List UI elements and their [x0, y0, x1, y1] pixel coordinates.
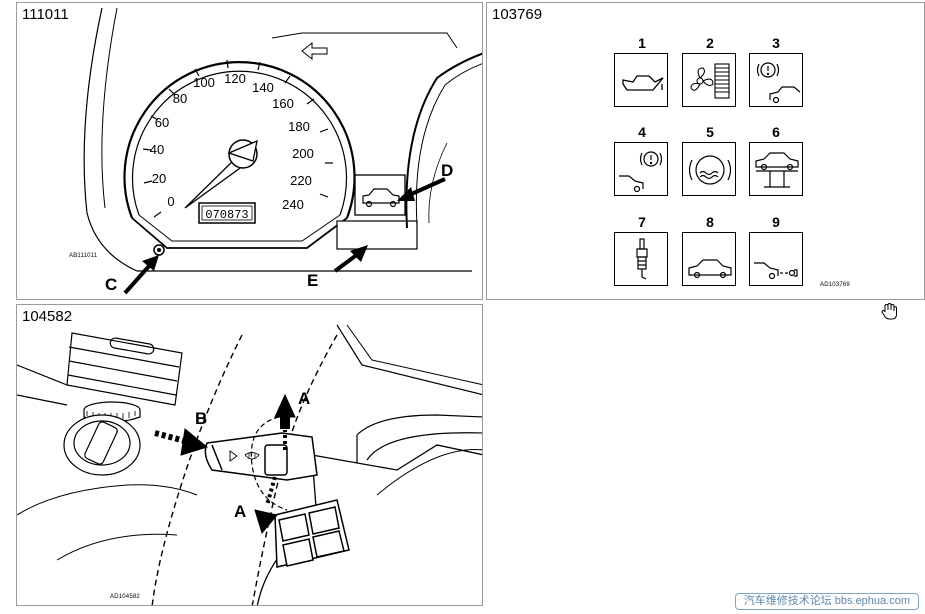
callout-c: C	[105, 275, 118, 294]
callout-a-top: A	[298, 389, 311, 408]
hand-cursor-icon	[880, 302, 900, 327]
speed-tick-label: 20	[152, 171, 166, 186]
arrow-push	[154, 428, 209, 456]
odometer-reading: 070873	[205, 208, 248, 222]
fan-radiator-icon	[682, 53, 736, 107]
speed-tick-label: 220	[290, 173, 312, 188]
speed-tick-label: 80	[173, 91, 187, 106]
car-icon	[682, 232, 736, 286]
warning-icons-panel: 103769 1 2 3 4 5 6	[486, 2, 925, 300]
brake-warning-car-icon	[749, 53, 803, 107]
speed-needle	[184, 139, 258, 209]
figure-code: AD103769	[820, 282, 850, 288]
car-brake-warning-icon	[614, 142, 668, 196]
speed-tick-label: 120	[224, 71, 246, 86]
callout-b: B	[195, 409, 208, 428]
display-window	[336, 220, 418, 250]
panel-label: 104582	[22, 308, 73, 325]
switch-pad	[274, 499, 350, 568]
speed-tick-label: 240	[282, 197, 304, 212]
icon-number: 2	[706, 35, 714, 51]
speed-tick-label: 60	[155, 115, 169, 130]
speed-tick-label: 0	[167, 194, 174, 209]
speed-tick-label: 40	[150, 142, 164, 157]
icon-number: 4	[638, 124, 646, 140]
arrow-down	[254, 476, 278, 535]
panel-label: 103769	[492, 6, 543, 23]
odometer-display	[198, 202, 256, 224]
callout-e: E	[307, 271, 319, 290]
speed-tick-label: 140	[252, 80, 274, 95]
callout-d: D	[441, 161, 454, 180]
car-lift-icon	[749, 142, 803, 196]
icon-number: 5	[706, 124, 714, 140]
callout-a-bottom: A	[234, 502, 247, 521]
figure-code: AD104582	[110, 594, 140, 600]
speed-tick-label: 100	[193, 75, 215, 90]
icon-number: 3	[772, 35, 780, 51]
indicator-stalk	[204, 432, 318, 481]
speedometer-illustration: 0 20 40 60 80 100 120 140 160 180 200 22…	[83, 7, 482, 295]
figure-code: AB111011	[69, 253, 98, 259]
spark-plug-icon	[614, 232, 668, 286]
coolant-level-icon	[682, 142, 736, 196]
speed-tick-label: 200	[292, 146, 314, 161]
oil-can-icon	[614, 53, 668, 107]
speedometer-panel: 111011 0 20 40	[16, 2, 483, 300]
icon-number: 1	[638, 35, 646, 51]
stalk-panel: 104582	[16, 304, 483, 606]
icon-number: 6	[772, 124, 780, 140]
icon-number: 9	[772, 214, 780, 230]
icon-number: 7	[638, 214, 646, 230]
watermark: 汽车维修技术论坛 bbs.ephua.com	[734, 593, 919, 610]
arrow-up	[274, 393, 296, 450]
panel-label: 111011	[22, 6, 69, 23]
speed-tick-label: 180	[288, 119, 310, 134]
warning-lamp-window	[354, 174, 406, 216]
speed-tick-label: 160	[272, 96, 294, 111]
stalk-illustration	[17, 324, 482, 605]
speed-ticks-group	[142, 59, 333, 218]
car-exhaust-icon	[749, 232, 803, 286]
callout-arrows	[123, 177, 446, 295]
icon-number: 8	[706, 214, 714, 230]
